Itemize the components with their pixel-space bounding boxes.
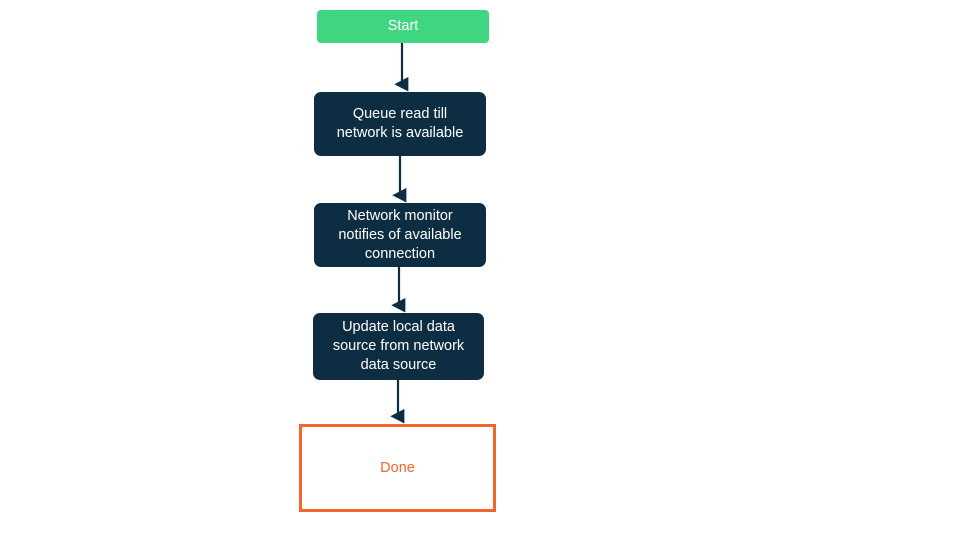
node-done[interactable]: Done [299, 424, 496, 512]
node-network-monitor-label: Network monitor notifies of available co… [338, 207, 462, 262]
node-update-local[interactable]: Update local data source from network da… [313, 313, 484, 380]
node-queue-read[interactable]: Queue read till network is available [314, 92, 486, 156]
node-start[interactable]: Start [317, 10, 489, 43]
node-queue-read-label: Queue read till network is available [336, 106, 464, 141]
node-start-label: Start [387, 18, 419, 34]
node-update-local-label: Update local data source from network da… [332, 319, 465, 373]
node-network-monitor[interactable]: Network monitor notifies of available co… [314, 203, 486, 267]
node-done-label: Done [380, 459, 415, 476]
